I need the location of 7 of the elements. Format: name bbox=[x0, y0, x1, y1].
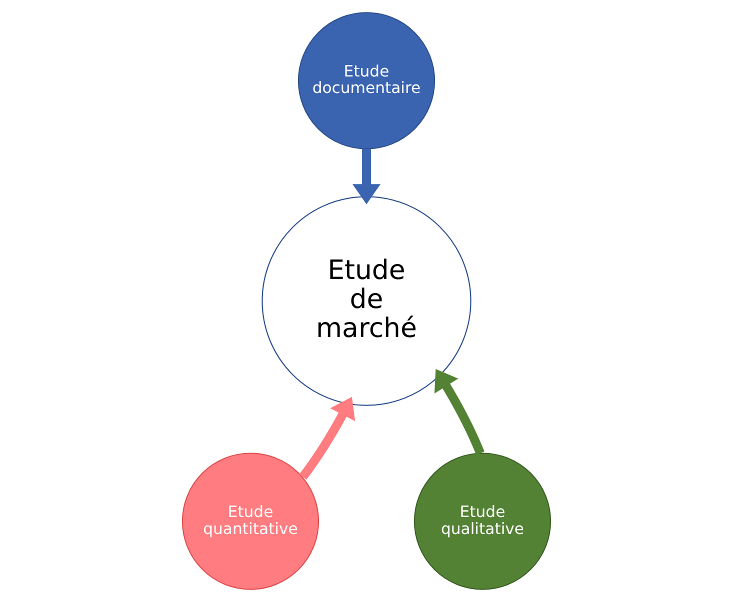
arrow bbox=[298, 396, 355, 480]
arrow bbox=[352, 149, 380, 204]
node-circle: Etude quantitative bbox=[181, 452, 319, 590]
node-circle: Etude de marché bbox=[261, 196, 471, 406]
node-circle: Etude documentaire bbox=[297, 12, 435, 150]
node-circle: Etude qualitative bbox=[413, 452, 551, 590]
arrow bbox=[434, 369, 484, 455]
